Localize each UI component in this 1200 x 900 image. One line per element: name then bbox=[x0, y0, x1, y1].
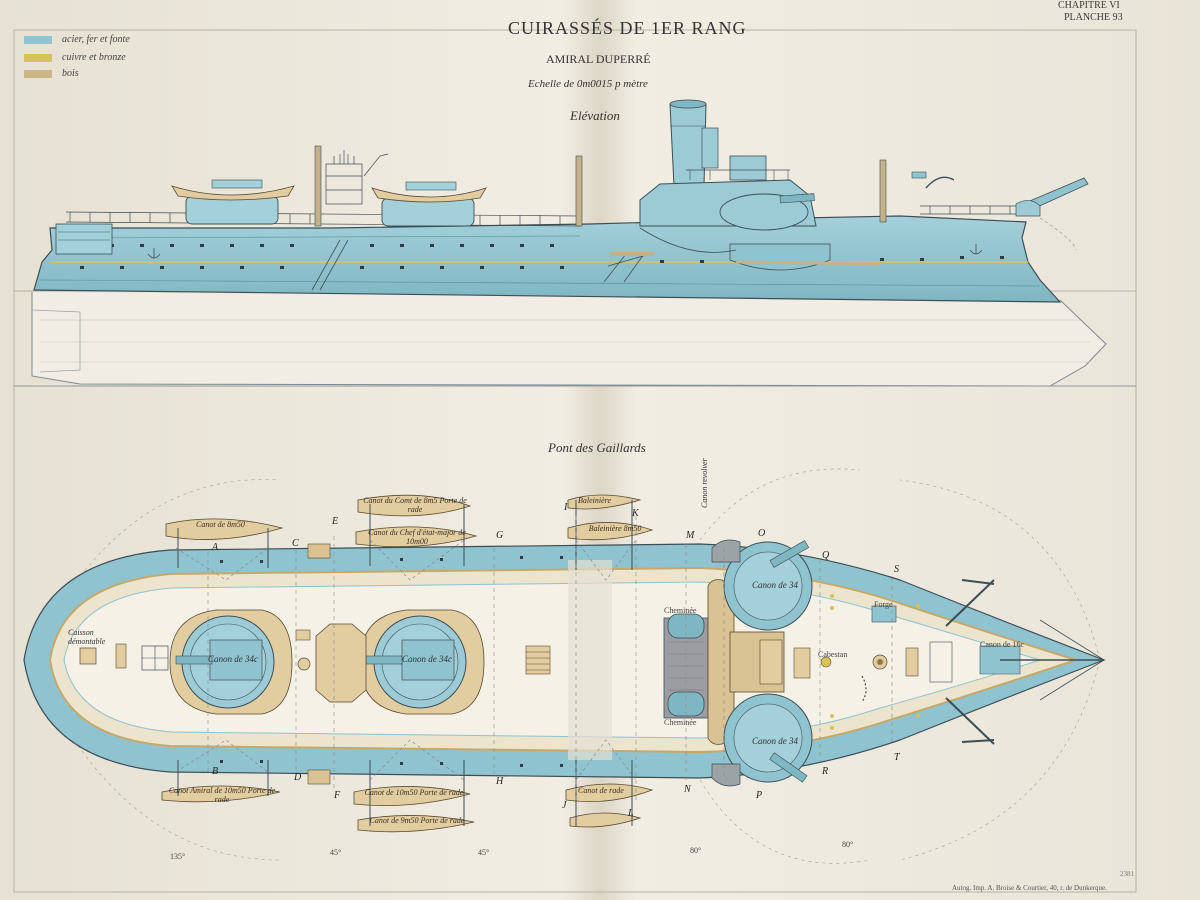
section-letter-i: I bbox=[564, 502, 568, 513]
page-number: 2381 bbox=[1120, 870, 1134, 878]
angle-label-2: 45° bbox=[330, 848, 342, 857]
chapter-label: CHAPITRE VI bbox=[1058, 0, 1120, 11]
boat-label-top-c1: Baleinière bbox=[578, 496, 612, 505]
gun-elevation-1 bbox=[779, 193, 815, 204]
bow-gun-label: Canon de 16c bbox=[980, 640, 1024, 649]
forge-box bbox=[871, 605, 897, 623]
printer-credit: Autog. Imp. A. Broise & Courtier, 40, r.… bbox=[952, 884, 1107, 892]
central-house bbox=[315, 623, 367, 703]
plan-view bbox=[23, 468, 1106, 864]
funnel bbox=[669, 103, 707, 187]
caisson-label: Caisson démontable bbox=[68, 628, 106, 646]
barbette-aft-2 bbox=[359, 609, 485, 715]
legend-swatch-bronze bbox=[24, 54, 52, 62]
boat-elevation-1 bbox=[171, 185, 295, 201]
mast-mid bbox=[575, 155, 583, 227]
section-letter-o: O bbox=[758, 528, 766, 539]
section-letter-m: M bbox=[686, 530, 695, 541]
barbette-fore-bot bbox=[723, 693, 813, 783]
portholes bbox=[80, 244, 1004, 269]
plan-title: Pont des Gaillards bbox=[548, 440, 646, 455]
elevation-view bbox=[14, 99, 1136, 387]
ship-name: AMIRAL DUPERRÉ bbox=[546, 52, 651, 66]
boat-label-bot-mid2: Canot de 9m50 Porte de rade bbox=[369, 816, 465, 825]
section-letter-r: R bbox=[822, 766, 829, 777]
barbette-aft-1 bbox=[169, 609, 293, 715]
cheminee-label-top: Cheminée bbox=[664, 606, 697, 615]
section-letter-n: N bbox=[684, 784, 691, 795]
plate-number: PLANCHE 93 bbox=[1064, 12, 1123, 23]
section-letter-s: S bbox=[894, 564, 899, 575]
boat-top-left bbox=[165, 518, 284, 540]
boat-elevation-2 bbox=[371, 187, 487, 203]
boat-label-top-mid2: Canot du Chef d'état-major de 10m00 bbox=[368, 528, 466, 546]
section-letter-f: F bbox=[334, 790, 341, 801]
boat-bot-left bbox=[161, 785, 281, 803]
section-letter-e: E bbox=[332, 516, 339, 527]
legend-label-steel: acier, fer et fonte bbox=[62, 34, 130, 45]
barbette-fore-top bbox=[723, 540, 813, 631]
section-letter-l: L bbox=[628, 808, 634, 819]
forge-label: Forge bbox=[874, 600, 893, 609]
section-letter-b: B bbox=[212, 766, 219, 777]
boat-top-mid2 bbox=[355, 526, 478, 548]
gun-label-fore-bot: Canon de 34 bbox=[752, 736, 798, 746]
boat-label-bot-mid1: Canot de 10m50 Porte de rade bbox=[364, 788, 464, 797]
boat-label-top-mid1: Canot du Comt de 8m5 Porte de rade bbox=[363, 496, 467, 514]
gun-label-aft-2: Canon de 34c bbox=[402, 654, 452, 664]
section-letter-t: T bbox=[894, 752, 900, 763]
boat-label-top-left: Canot de 8m50 bbox=[196, 520, 245, 529]
boat-label-bot-left: Canot Amiral de 10m50 Porte de rade bbox=[168, 786, 276, 804]
boat-top-mid1 bbox=[357, 494, 472, 517]
boat-bot-mid2 bbox=[357, 815, 475, 833]
plate-title: CUIRASSÉS DE 1ER RANG bbox=[508, 18, 747, 38]
section-letter-h: H bbox=[496, 776, 504, 787]
hull-elevation bbox=[33, 215, 1062, 303]
section-letter-g: G bbox=[496, 530, 504, 541]
angle-label-5: 80° bbox=[842, 840, 854, 849]
plate-border bbox=[13, 29, 1137, 893]
legend-label-wood: bois bbox=[62, 68, 79, 79]
boat-bot-mid1 bbox=[353, 786, 471, 807]
pilot-house bbox=[729, 155, 767, 181]
boats-plan bbox=[161, 494, 654, 833]
gun-label-fore-top: Canon de 34 bbox=[752, 580, 798, 590]
cabestan-label: Cabestan bbox=[818, 650, 848, 659]
boat-label-bot-c1: Canot de rade bbox=[578, 786, 624, 795]
barbette-elevation bbox=[719, 193, 809, 231]
caisson-box bbox=[79, 647, 97, 665]
underwater-hull-outline bbox=[31, 292, 1107, 387]
canon-revolver-label: Canon revolver bbox=[700, 458, 709, 508]
angle-label-3: 45° bbox=[478, 848, 490, 857]
boat-label-top-c2: Baleinière 8m50 bbox=[588, 524, 642, 533]
legend-swatch-steel bbox=[24, 36, 52, 44]
gun-label-aft-1: Canon de 34c bbox=[208, 654, 258, 664]
signal-frame bbox=[325, 150, 389, 205]
elevation-title: Elévation bbox=[570, 108, 620, 123]
legend-swatch-wood bbox=[24, 70, 52, 78]
section-letter-p: P bbox=[756, 790, 763, 801]
angle-label-4: 80° bbox=[690, 846, 702, 855]
mast-fore bbox=[879, 159, 887, 223]
cheminee-label-bot: Cheminée bbox=[664, 718, 697, 727]
scale-note: Echelle de 0m0015 p mètre bbox=[528, 78, 648, 90]
section-letter-a: A bbox=[212, 542, 219, 553]
section-letter-j: J bbox=[562, 800, 567, 811]
boat-bot-c2 bbox=[569, 812, 642, 828]
boat-bot-c1 bbox=[565, 783, 654, 803]
railings bbox=[65, 205, 1020, 227]
section-letter-c: C bbox=[292, 538, 299, 549]
boat-top-c2 bbox=[567, 522, 654, 541]
boat-top-c1 bbox=[567, 494, 642, 510]
section-letter-d: D bbox=[294, 772, 302, 783]
angle-label-1: 135° bbox=[170, 852, 186, 861]
section-letter-q: Q bbox=[822, 550, 830, 561]
mast-aft bbox=[314, 145, 322, 227]
accommodation-ladder bbox=[311, 239, 349, 291]
legend-label-bronze: cuivre et bronze bbox=[62, 52, 126, 63]
section-letter-k: K bbox=[632, 508, 639, 519]
